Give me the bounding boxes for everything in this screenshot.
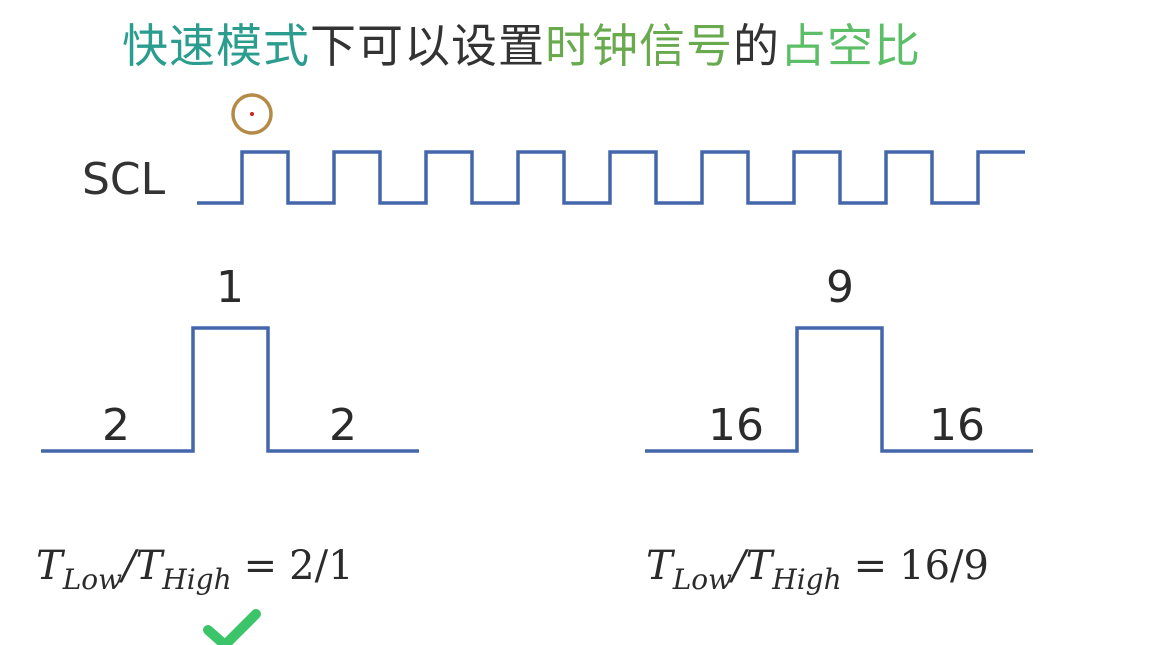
left-formula: TLow/THigh=2/1 xyxy=(36,540,354,606)
title-clock-signal: 时钟信号 xyxy=(545,19,733,73)
right-formula: TLow/THigh=16/9 xyxy=(646,540,989,606)
formula-sub-low: Low xyxy=(672,563,733,596)
formula-sub-high: High xyxy=(772,563,842,596)
formula-t-low: T xyxy=(36,543,63,589)
cursor-dot xyxy=(250,112,254,116)
right-low-right-label: 16 xyxy=(929,400,985,451)
scl-waveform xyxy=(197,150,1025,205)
formula-sub-high: High xyxy=(162,563,232,596)
right-high-label: 9 xyxy=(826,262,854,313)
title-duty-cycle: 占空比 xyxy=(780,19,921,73)
title-can-set: 下可以设置 xyxy=(310,19,545,73)
left-high-label: 1 xyxy=(216,262,244,313)
formula-value: 16/9 xyxy=(899,543,989,589)
formula-equals: = xyxy=(243,543,278,589)
right-pulse-waveform xyxy=(645,326,1033,453)
formula-slash: / xyxy=(122,543,136,589)
left-pulse-waveform xyxy=(41,326,419,453)
title-fast-mode: 快速模式 xyxy=(122,19,310,73)
formula-t-high: T xyxy=(135,543,163,589)
formula-equals: = xyxy=(853,543,888,589)
checkmark-icon xyxy=(203,609,261,645)
formula-sub-low: Low xyxy=(62,563,123,596)
formula-slash: / xyxy=(732,543,746,589)
formula-t-high: T xyxy=(745,543,773,589)
cursor-ring-icon xyxy=(231,93,273,135)
left-low-left-label: 2 xyxy=(102,400,130,451)
right-low-left-label: 16 xyxy=(708,400,764,451)
title-of: 的 xyxy=(733,19,780,73)
scl-label: SCL xyxy=(82,154,166,205)
formula-value: 2/1 xyxy=(289,543,354,589)
slide-title: 快速模式下可以设置时钟信号的占空比 xyxy=(122,14,921,78)
left-low-right-label: 2 xyxy=(329,400,357,451)
formula-t-low: T xyxy=(646,543,673,589)
